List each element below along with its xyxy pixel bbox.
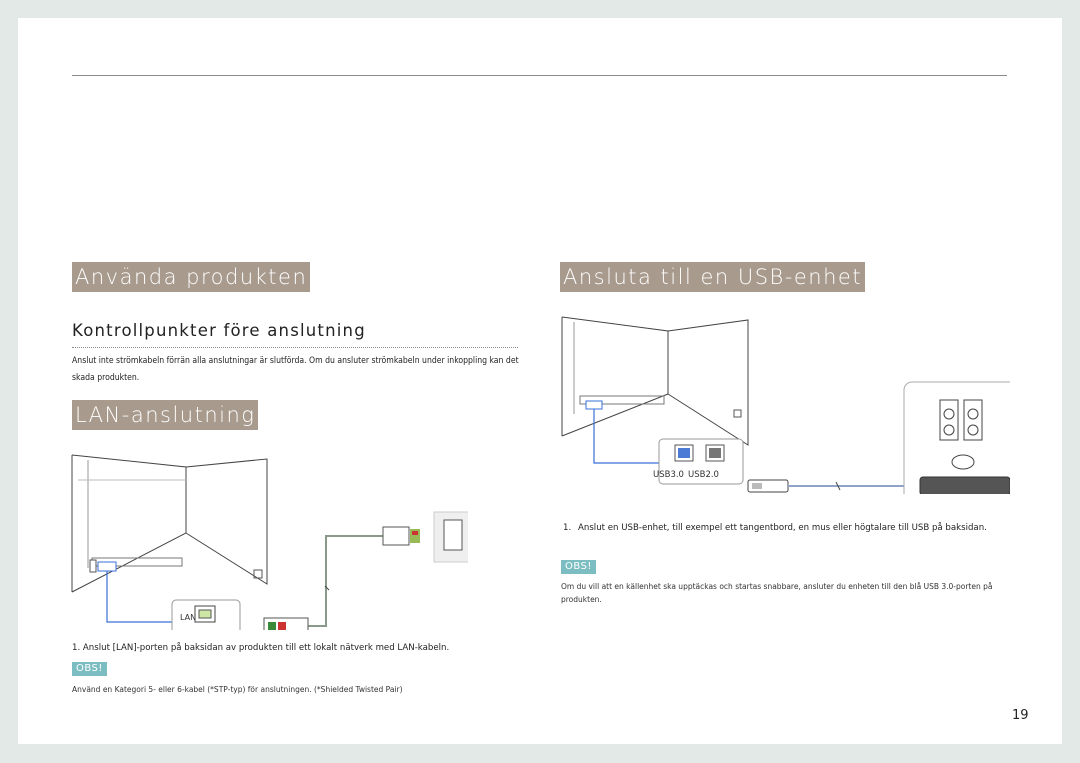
wall-socket-illustration bbox=[433, 511, 468, 563]
lan-cable-illustration bbox=[263, 526, 420, 630]
lan-note: Använd en Kategori 5- eller 6-kabel (*ST… bbox=[72, 685, 403, 694]
usb30-label: USB3.0 bbox=[653, 470, 684, 480]
lan-port-callout bbox=[106, 571, 241, 630]
section-title-using-product: Använda produkten bbox=[72, 262, 311, 292]
header-rule bbox=[72, 75, 1007, 76]
usb-port-callout bbox=[593, 409, 744, 485]
intro-paragraph: Anslut inte strömkabeln förrän alla ansl… bbox=[72, 356, 519, 383]
document-page: Använda produkten Kontrollpunkter före a… bbox=[18, 18, 1062, 744]
usb20-label: USB2.0 bbox=[688, 470, 719, 480]
usb-step-1: Anslut en USB-enhet, till exempel ett ta… bbox=[578, 523, 987, 533]
lan-connection-illustration bbox=[71, 454, 468, 630]
obs-badge-right: OBS! bbox=[561, 560, 596, 574]
usb-cable-illustration bbox=[747, 479, 904, 493]
section-title-usb: Ansluta till en USB-enhet bbox=[560, 262, 866, 292]
lan-step-1: 1. Anslut [LAN]-porten på baksidan av pr… bbox=[72, 643, 450, 653]
subsection-title-checkpoints: Kontrollpunkter före anslutning bbox=[72, 321, 366, 340]
usb-devices-callout bbox=[903, 381, 1010, 494]
lan-port-label: LAN bbox=[180, 613, 197, 622]
monitor-rear-illustration bbox=[561, 316, 749, 446]
dotted-divider bbox=[72, 347, 518, 348]
usb-connection-illustration bbox=[561, 316, 1010, 494]
usb-step-number: 1. bbox=[563, 523, 572, 533]
monitor-rear-illustration bbox=[71, 454, 268, 593]
usb-note: Om du vill att en källenhet ska upptäcka… bbox=[561, 582, 993, 604]
section-title-lan: LAN-anslutning bbox=[72, 400, 259, 430]
page-number: 19 bbox=[1012, 708, 1029, 723]
obs-badge-left: OBS! bbox=[72, 662, 107, 676]
